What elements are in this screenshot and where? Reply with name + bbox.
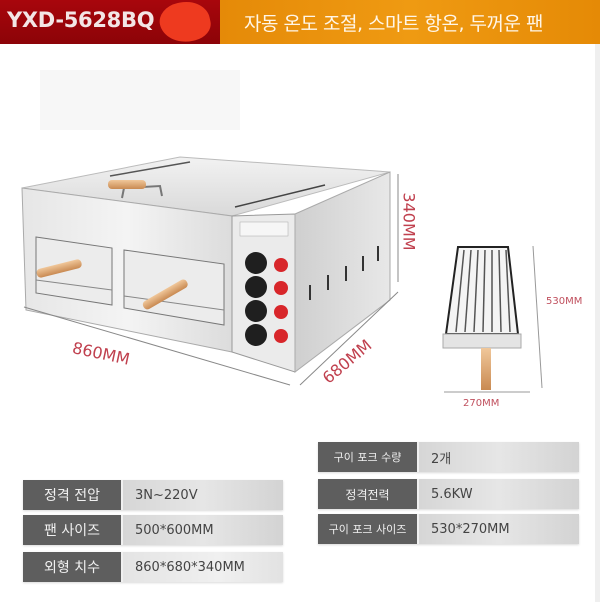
spec-value: 5.6KW xyxy=(417,479,579,509)
spec-row: 외형 치수 860*680*340MM xyxy=(23,552,283,582)
spec-value: 530*270MM xyxy=(417,514,579,544)
header-banner: YXD-5628BQ 자동 온도 조절, 스마트 항온, 두꺼운 팬 xyxy=(0,0,600,44)
spec-value: 860*680*340MM xyxy=(121,552,283,582)
red-mark-decoration xyxy=(156,0,214,44)
model-badge: YXD-5628BQ xyxy=(0,0,220,44)
spec-row: 구이 포크 수량 2개 xyxy=(318,442,579,472)
spec-value: 2개 xyxy=(417,442,579,472)
spec-label: 정격 전압 xyxy=(23,480,121,510)
spec-row: 구이 포크 사이즈 530*270MM xyxy=(318,514,579,544)
spec-row: 정격전력 5.6KW xyxy=(318,479,579,509)
spec-label: 팬 사이즈 xyxy=(23,515,121,545)
spec-value: 3N~220V xyxy=(121,480,283,510)
slogan-text: 자동 온도 조절, 스마트 항온, 두꺼운 팬 xyxy=(244,12,544,35)
control-knobs xyxy=(245,252,288,346)
slogan-bar: 자동 온도 조절, 스마트 항온, 두꺼운 팬 xyxy=(220,0,600,44)
spec-label: 구이 포크 수량 xyxy=(318,442,417,472)
spec-label: 구이 포크 사이즈 xyxy=(318,514,417,544)
fork-width-label: 270MM xyxy=(463,398,500,409)
spec-row: 정격 전압 3N~220V xyxy=(23,480,283,510)
spec-label: 정격전력 xyxy=(318,479,417,509)
dimension-height-label: 340MM xyxy=(399,192,419,251)
spec-label: 외형 치수 xyxy=(23,552,121,582)
fork-length-label: 530MM xyxy=(546,296,583,307)
spec-row: 팬 사이즈 500*600MM xyxy=(23,515,283,545)
model-number: YXD-5628BQ xyxy=(7,8,155,32)
oven-image xyxy=(21,70,543,393)
right-border xyxy=(595,44,600,602)
spec-value: 500*600MM xyxy=(121,515,283,545)
